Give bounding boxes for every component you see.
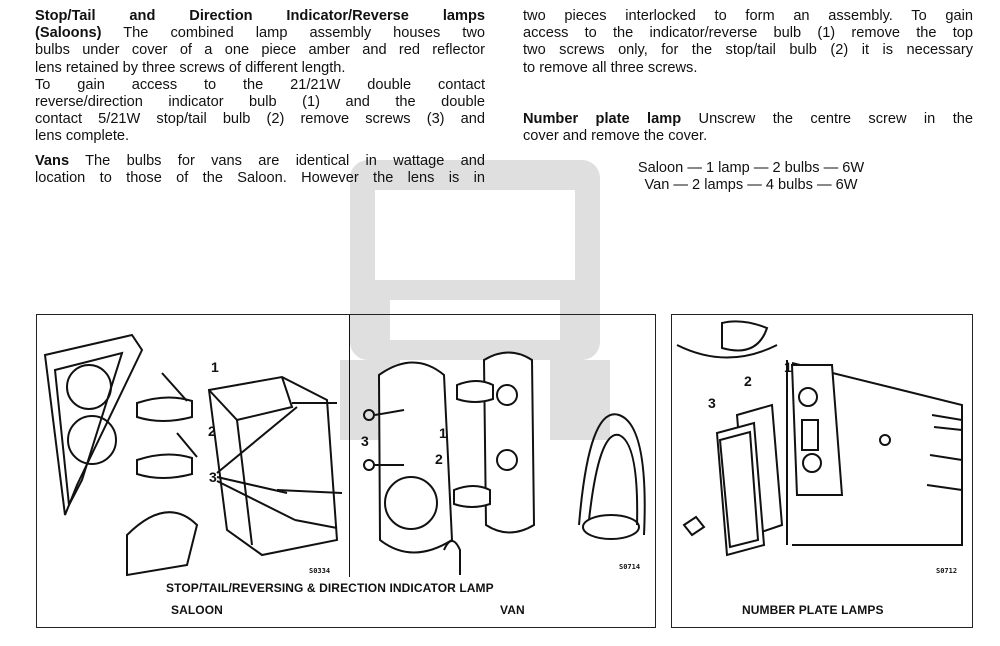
callout-2-saloon: 2 — [208, 423, 216, 439]
text-line: Vans The bulbs for vans are identical in… — [35, 152, 485, 169]
bulb-access-paragraph: To gain access to the 21/21W double cont… — [35, 77, 485, 146]
callout-3-number-plate: 3 — [708, 395, 716, 411]
spec-line-van: Van — 2 lamps — 4 bulbs — 6W — [644, 177, 858, 194]
text-line: access to the indicator/reverse bulb (1)… — [523, 25, 973, 42]
callout-2-van: 2 — [435, 451, 443, 467]
bulb-spec-list: Saloon — 1 lamp — 2 bulbs — 6W Van — 2 l… — [523, 160, 973, 194]
drawing-code-number-plate: S0712 — [936, 567, 958, 575]
text-line: lens complete. — [35, 128, 130, 145]
van-label: VAN — [500, 603, 525, 617]
vans-paragraph: Vans The bulbs for vans are identical in… — [35, 153, 485, 187]
number-plate-lamp-illustration — [676, 320, 963, 557]
left-text-column: Stop/Tail and Direction Indicator/Revers… — [35, 8, 485, 187]
callout-1-saloon: 1 — [211, 359, 219, 375]
callout-1-number-plate: 1 — [784, 359, 792, 375]
callout-2-number-plate: 2 — [744, 373, 752, 389]
text-line: To gain access to the 21/21W double cont… — [35, 76, 485, 93]
rear-lamp-figure: 1 2 3 3 1 2 S0334 S0714 STOP/TAIL/REVERS… — [36, 314, 656, 628]
saloon-label: SALOON — [171, 603, 223, 617]
saloon-lamp-paragraph: Stop/Tail and Direction Indicator/Revers… — [35, 8, 485, 77]
text-line: location to those of the Saloon. However… — [35, 169, 485, 186]
van-lamp-illustration — [349, 315, 646, 577]
text-line: bulbs under cover of a one piece amber a… — [35, 42, 485, 59]
text-line: Number plate lamp Unscrew the centre scr… — [523, 110, 973, 127]
drawing-code-van: S0714 — [619, 563, 641, 571]
text-line: to remove all three screws. — [523, 59, 698, 76]
right-text-column: two pieces interlocked to form an assemb… — [523, 8, 973, 195]
vehicle-watermark-image — [340, 160, 610, 440]
saloon-lamp-illustration — [43, 333, 343, 577]
callout-3-van: 3 — [361, 433, 369, 449]
callout-3-saloon: 3 — [209, 469, 217, 485]
text-line: contact 5/21W stop/tail bulb (2) remove … — [35, 111, 485, 128]
number-plate-caption: NUMBER PLATE LAMPS — [742, 603, 884, 617]
text-line: two pieces interlocked to form an assemb… — [523, 8, 973, 24]
text-line: two screws only, for the stop/tail bulb … — [523, 42, 973, 59]
drawing-code-saloon: S0334 — [309, 567, 331, 575]
number-plate-paragraph: Number plate lamp Unscrew the centre scr… — [523, 111, 973, 145]
van-lens-paragraph: two pieces interlocked to form an assemb… — [523, 8, 973, 77]
text-line: lens retained by three screws of differe… — [35, 59, 346, 76]
text-line: Stop/Tail and Direction Indicator/Revers… — [35, 8, 485, 24]
figure-caption: STOP/TAIL/REVERSING & DIRECTION INDICATO… — [166, 581, 494, 595]
text-line: cover and remove the cover. — [523, 128, 708, 145]
spec-line-saloon: Saloon — 1 lamp — 2 bulbs — 6W — [637, 160, 865, 177]
text-line: reverse/direction indicator bulb (1) and… — [35, 94, 485, 111]
text-line: (Saloons) The combined lamp assembly hou… — [35, 25, 485, 42]
callout-1-van: 1 — [439, 425, 447, 441]
number-plate-figure: 1 2 3 S0712 NUMBER PLATE LAMPS — [671, 314, 973, 628]
